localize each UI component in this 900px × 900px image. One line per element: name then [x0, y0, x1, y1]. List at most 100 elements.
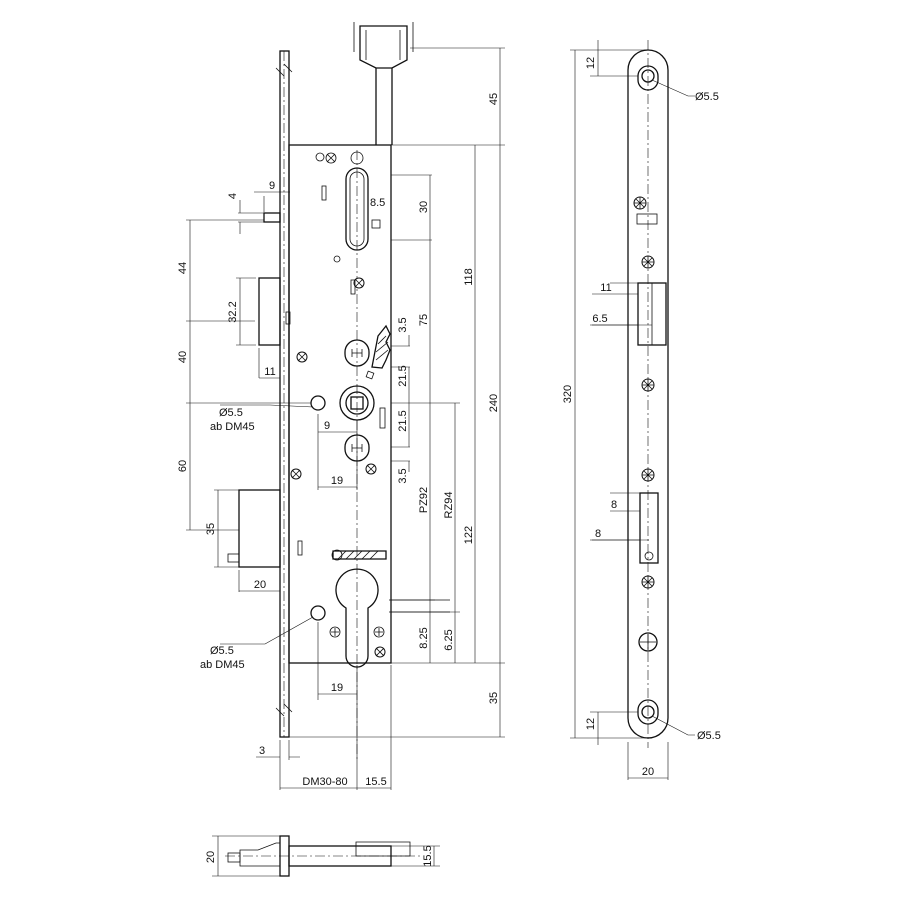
small-square [371, 219, 381, 229]
screw-5-cross [375, 647, 385, 657]
bottom-dim-20 [212, 835, 280, 877]
hole-lower-dm45 [310, 605, 326, 621]
small-circle [333, 255, 341, 263]
leader-lower-hole [220, 616, 314, 645]
spindle-rod [375, 68, 393, 145]
side-bottom-hole-diameter: Ø5.5 [697, 730, 721, 742]
dim-60-label: 60 [177, 460, 189, 472]
dim-3-5-upper-label: 3.5 [397, 317, 409, 332]
ext-lines-left [186, 196, 392, 790]
dim-40-label: 40 [177, 351, 189, 363]
dim-21-5-lower-label: 21.5 [397, 410, 409, 431]
dim-9-mid-label: 9 [324, 420, 330, 432]
top-pin [350, 151, 364, 165]
leader-side-top [651, 79, 695, 97]
dim-35-bottom-label: 35 [488, 692, 500, 704]
dim-35-bolt-label: 35 [205, 523, 217, 535]
leader-side-bottom [651, 715, 695, 736]
small-slot-1 [321, 185, 327, 201]
dim-118-label: 118 [463, 268, 475, 286]
bottom-dim-15-5 [391, 845, 440, 867]
dim-75-label: 75 [418, 314, 430, 326]
dim-9-top-label: 9 [269, 180, 275, 192]
small-bolt [263, 212, 281, 223]
dim-11-label: 11 [264, 366, 275, 378]
hook-square [365, 370, 375, 380]
cylinder-screw-right-cross [375, 628, 383, 636]
dim-12-top-label: 12 [585, 57, 597, 69]
faceplate [279, 50, 290, 738]
hole-lower-diameter: Ø5.5 [210, 645, 234, 657]
dim-44-label: 44 [177, 262, 189, 274]
side-dimensions: 320 12 12 20 11 6.5 8 8 Ø5.5 Ø5.5 [562, 40, 721, 780]
bottom-dim-15-5-label: 15.5 [422, 845, 434, 866]
leader-upper-hole [220, 404, 314, 408]
dim-12-bottom-label: 12 [585, 718, 597, 730]
side-bottom-hole [641, 705, 655, 719]
upper-follower-mark [351, 349, 363, 357]
screw-4-cross [366, 464, 376, 474]
screw-2-cross [297, 352, 307, 362]
side-small-slot [636, 213, 658, 225]
bottom-dim-20-label: 20 [205, 851, 217, 863]
follower-square [350, 396, 364, 410]
dim-30-label: 30 [418, 201, 430, 213]
upper-follower-slot [344, 339, 370, 367]
dim-dm30-80-label: DM30-80 [302, 776, 347, 788]
hook-hatch [375, 335, 389, 361]
follower-ring [345, 391, 369, 415]
upper-slot-inner [349, 171, 365, 247]
latch [258, 277, 281, 346]
front-dimensions: 45 240 35 118 122 30 75 PZ92 8.25 RZ94 6… [177, 47, 505, 790]
small-slot-3 [297, 540, 303, 556]
top-screw-right-cross [326, 153, 336, 163]
dim-320-label: 320 [562, 385, 574, 403]
upper-slot [345, 167, 369, 251]
side-ext-lines [570, 49, 669, 780]
dim-3-5-lower-label: 3.5 [397, 468, 409, 483]
cylinder-hole [335, 568, 379, 668]
side-screw-4-cross [642, 469, 654, 481]
side-top-hole-slot [637, 65, 659, 91]
follower-small-bar [379, 407, 386, 429]
top-screw-left [315, 152, 325, 162]
dim-11-side-label: 11 [600, 282, 611, 294]
bottom-latch [239, 842, 281, 867]
cylinder-screw-left-cross [331, 628, 339, 636]
lower-bolt-pin [331, 549, 343, 561]
side-bolt-window [639, 492, 659, 564]
lower-bolt-bar [332, 550, 387, 560]
lower-bolt-bar-hatch [337, 550, 379, 560]
side-screw-5-cross [642, 576, 654, 588]
faceplate-break-bottom [275, 703, 293, 717]
dim-20-side-label: 20 [642, 766, 654, 778]
dim-20-label: 20 [254, 579, 266, 591]
bottom-view: 20 15.5 [205, 835, 440, 877]
cylinder-screw-left [329, 626, 341, 638]
dim-19-upper-label: 19 [331, 475, 343, 487]
dim-240-label: 240 [488, 394, 500, 412]
dim-15-5-label: 15.5 [365, 776, 386, 788]
small-slot-2 [350, 279, 356, 295]
dim-8-25-label: 8.25 [418, 627, 430, 648]
lock-case [288, 144, 392, 664]
side-view [627, 40, 669, 748]
dim-122-label: 122 [463, 526, 475, 544]
dim-6-5-side-label: 6.5 [592, 313, 607, 325]
dim-32-2-label: 32.2 [227, 301, 239, 322]
side-bolt-pin [644, 551, 654, 561]
hole-lower-note: ab DM45 [200, 659, 245, 671]
dim-19-lower-label: 19 [331, 682, 343, 694]
dim-rz94-label: RZ94 [443, 492, 455, 519]
side-cylinder-hole-cross [640, 634, 656, 650]
bolt [238, 489, 281, 568]
faceplate-break-top [275, 63, 293, 77]
side-top-hole-diameter: Ø5.5 [695, 91, 719, 103]
dim-8-5-label: 8.5 [370, 197, 385, 209]
hook-element [371, 324, 391, 369]
side-top-hole [641, 69, 655, 83]
cylinder-hole-bar [389, 599, 450, 613]
dim-pz92-label: PZ92 [418, 487, 430, 513]
dim-8-side-lower-label: 8 [595, 528, 601, 540]
